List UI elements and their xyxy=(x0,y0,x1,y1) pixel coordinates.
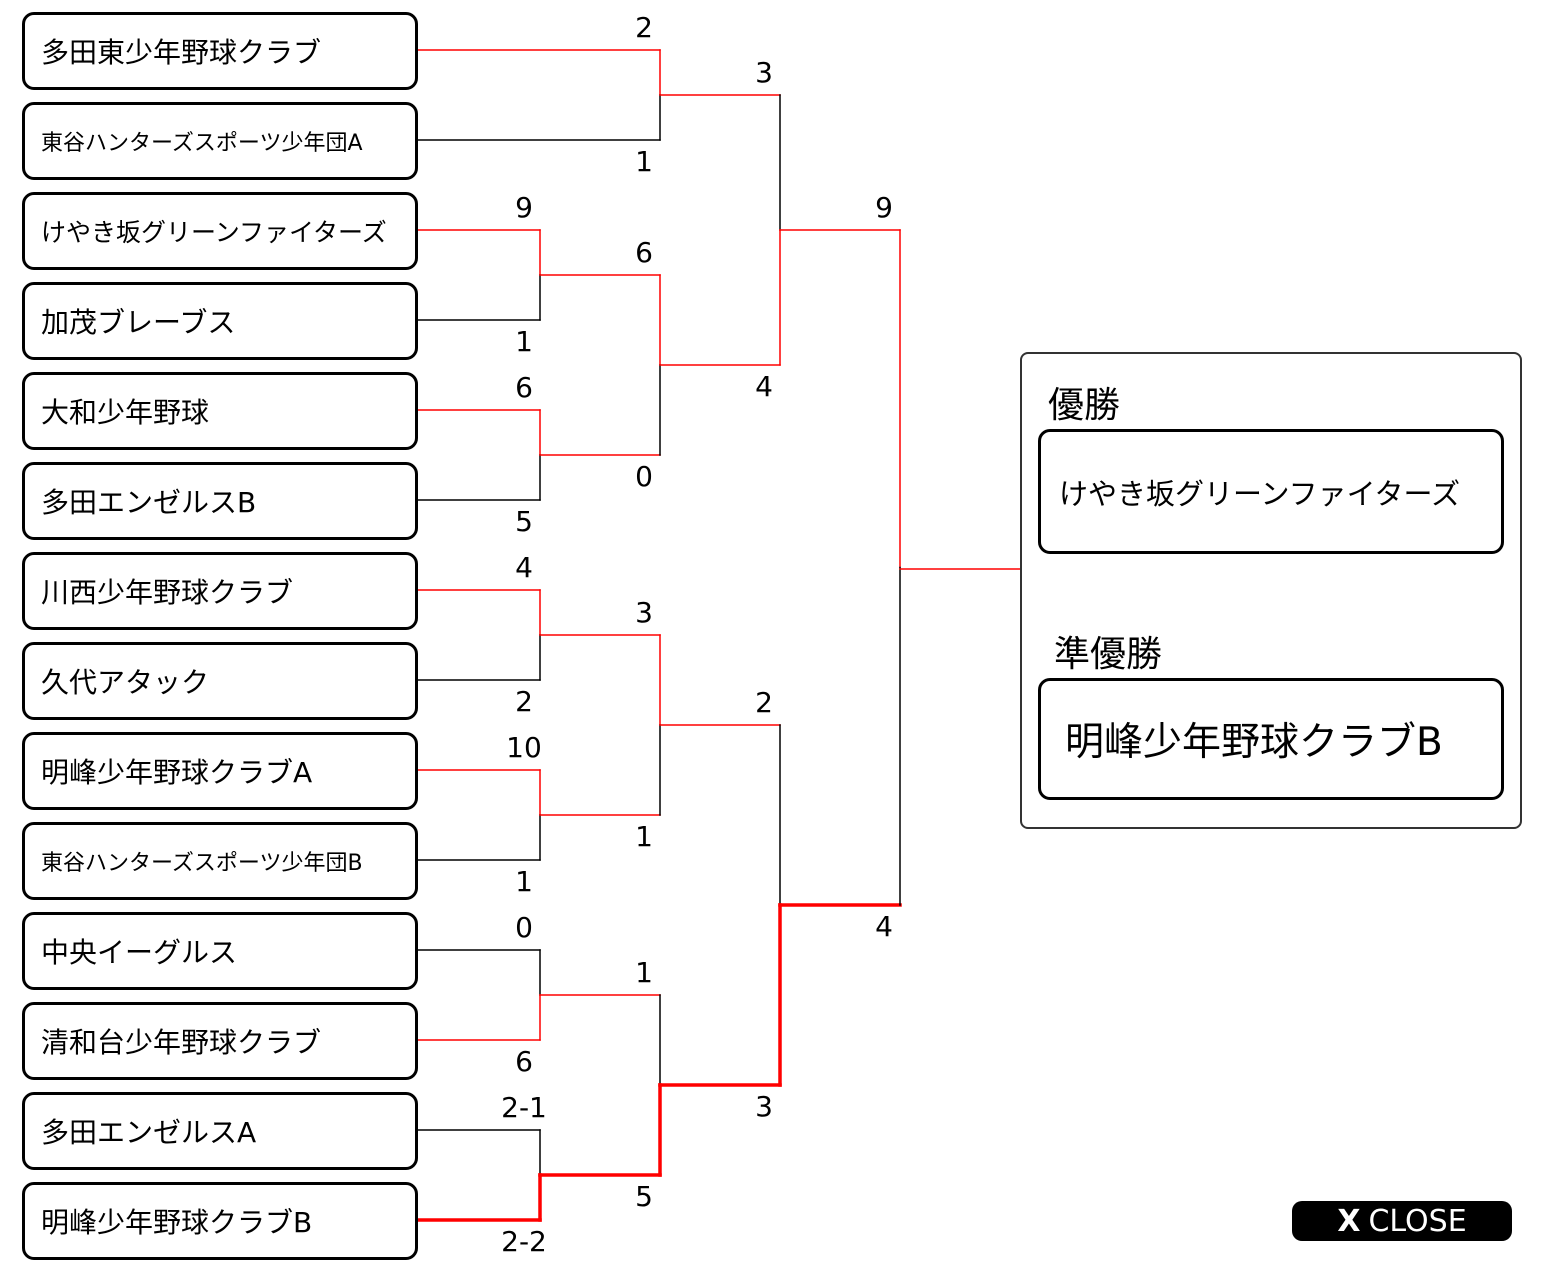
team-box[interactable]: 清和台少年野球クラブ xyxy=(22,1002,418,1080)
team-box[interactable]: 明峰少年野球クラブB xyxy=(22,1182,418,1260)
team-name: 多田東少年野球クラブ xyxy=(41,36,322,69)
team-box[interactable]: 明峰少年野球クラブA xyxy=(22,732,418,810)
team-box[interactable]: 多田エンゼルスB xyxy=(22,462,418,540)
champion-label: 優勝 xyxy=(1048,385,1121,426)
team-box[interactable]: 多田エンゼルスA xyxy=(22,1092,418,1170)
champion-name: けやき坂グリーンファイターズ xyxy=(1059,476,1461,511)
score-label: 5 xyxy=(515,505,533,538)
score-label: 9 xyxy=(515,191,533,224)
team-box[interactable]: 中央イーグルス xyxy=(22,912,418,990)
team-name: 東谷ハンターズスポーツ少年団B xyxy=(41,851,363,876)
team-name: 多田エンゼルスA xyxy=(41,1116,257,1149)
team-name: 東谷ハンターズスポーツ少年団A xyxy=(41,131,363,156)
close-icon: X xyxy=(1337,1203,1361,1239)
team-name: 清和台少年野球クラブ xyxy=(41,1026,322,1059)
score-label: 6 xyxy=(635,236,653,269)
team-name: 川西少年野球クラブ xyxy=(41,576,294,609)
score-label: 3 xyxy=(635,596,653,629)
score-label: 2 xyxy=(635,11,653,44)
team-name: けやき坂グリーンファイターズ xyxy=(41,218,387,247)
score-label: 4 xyxy=(875,910,893,943)
runner-up-label: 準優勝 xyxy=(1054,634,1163,675)
score-label: 2 xyxy=(755,686,773,719)
score-label: 1 xyxy=(635,956,653,989)
score-label: 1 xyxy=(515,865,533,898)
score-label: 0 xyxy=(635,460,653,493)
team-name: 多田エンゼルスB xyxy=(41,486,257,519)
score-label: 6 xyxy=(515,1045,533,1078)
team-box[interactable]: 加茂ブレーブス xyxy=(22,282,418,360)
team-name: 中央イーグルス xyxy=(41,936,238,969)
team-box[interactable]: 川西少年野球クラブ xyxy=(22,552,418,630)
runner-up-box: 明峰少年野球クラブB xyxy=(1038,678,1504,800)
score-label: 4 xyxy=(515,551,533,584)
close-label: CLOSE xyxy=(1368,1203,1467,1239)
team-name: 久代アタック xyxy=(41,666,210,699)
team-box[interactable]: 久代アタック xyxy=(22,642,418,720)
team-box[interactable]: 大和少年野球 xyxy=(22,372,418,450)
team-name: 明峰少年野球クラブB xyxy=(41,1206,313,1239)
score-label: 1 xyxy=(635,820,653,853)
score-label: 3 xyxy=(755,56,773,89)
team-name: 大和少年野球 xyxy=(41,396,210,429)
score-label: 4 xyxy=(755,370,773,403)
score-label: 2 xyxy=(515,685,533,718)
score-label: 10 xyxy=(506,731,542,764)
score-label: 1 xyxy=(635,145,653,178)
champion-box: けやき坂グリーンファイターズ xyxy=(1038,429,1504,554)
score-label: 9 xyxy=(875,191,893,224)
result-panel: 優勝 けやき坂グリーンファイターズ 準優勝 明峰少年野球クラブB xyxy=(1020,352,1522,829)
team-name: 加茂ブレーブス xyxy=(41,306,236,339)
team-name: 明峰少年野球クラブA xyxy=(41,756,313,789)
score-label: 5 xyxy=(635,1180,653,1213)
team-box[interactable]: 多田東少年野球クラブ xyxy=(22,12,418,90)
score-label: 3 xyxy=(755,1090,773,1123)
score-label: 1 xyxy=(515,325,533,358)
team-box[interactable]: 東谷ハンターズスポーツ少年団A xyxy=(22,102,418,180)
score-label: 6 xyxy=(515,371,533,404)
score-label: 2-2 xyxy=(501,1225,547,1258)
runner-up-name: 明峰少年野球クラブB xyxy=(1065,720,1443,765)
team-box[interactable]: けやき坂グリーンファイターズ xyxy=(22,192,418,270)
close-button[interactable]: X CLOSE xyxy=(1292,1201,1512,1241)
team-box[interactable]: 東谷ハンターズスポーツ少年団B xyxy=(22,822,418,900)
score-label: 0 xyxy=(515,911,533,944)
score-label: 2-1 xyxy=(501,1091,547,1124)
